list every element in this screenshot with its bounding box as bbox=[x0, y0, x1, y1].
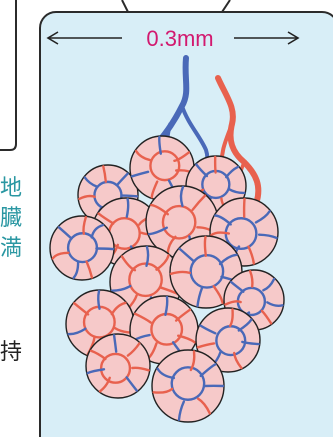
side-char-3: 満 bbox=[0, 238, 22, 260]
top-tab-edge bbox=[122, 0, 230, 12]
scale-label: 0.3mm bbox=[126, 26, 234, 52]
capillary bbox=[205, 237, 206, 256]
side-char-1: 地 bbox=[0, 178, 22, 200]
alveolus bbox=[86, 334, 150, 398]
side-char-2: 臓 bbox=[0, 208, 22, 230]
side-char-4: 持 bbox=[0, 342, 22, 364]
alveolus bbox=[50, 216, 114, 280]
alveolus bbox=[152, 350, 224, 422]
left-panel-edge bbox=[0, 0, 16, 150]
capillary bbox=[122, 196, 138, 197]
capillary bbox=[96, 249, 113, 250]
capillary bbox=[98, 291, 99, 309]
capillary bbox=[127, 199, 128, 217]
